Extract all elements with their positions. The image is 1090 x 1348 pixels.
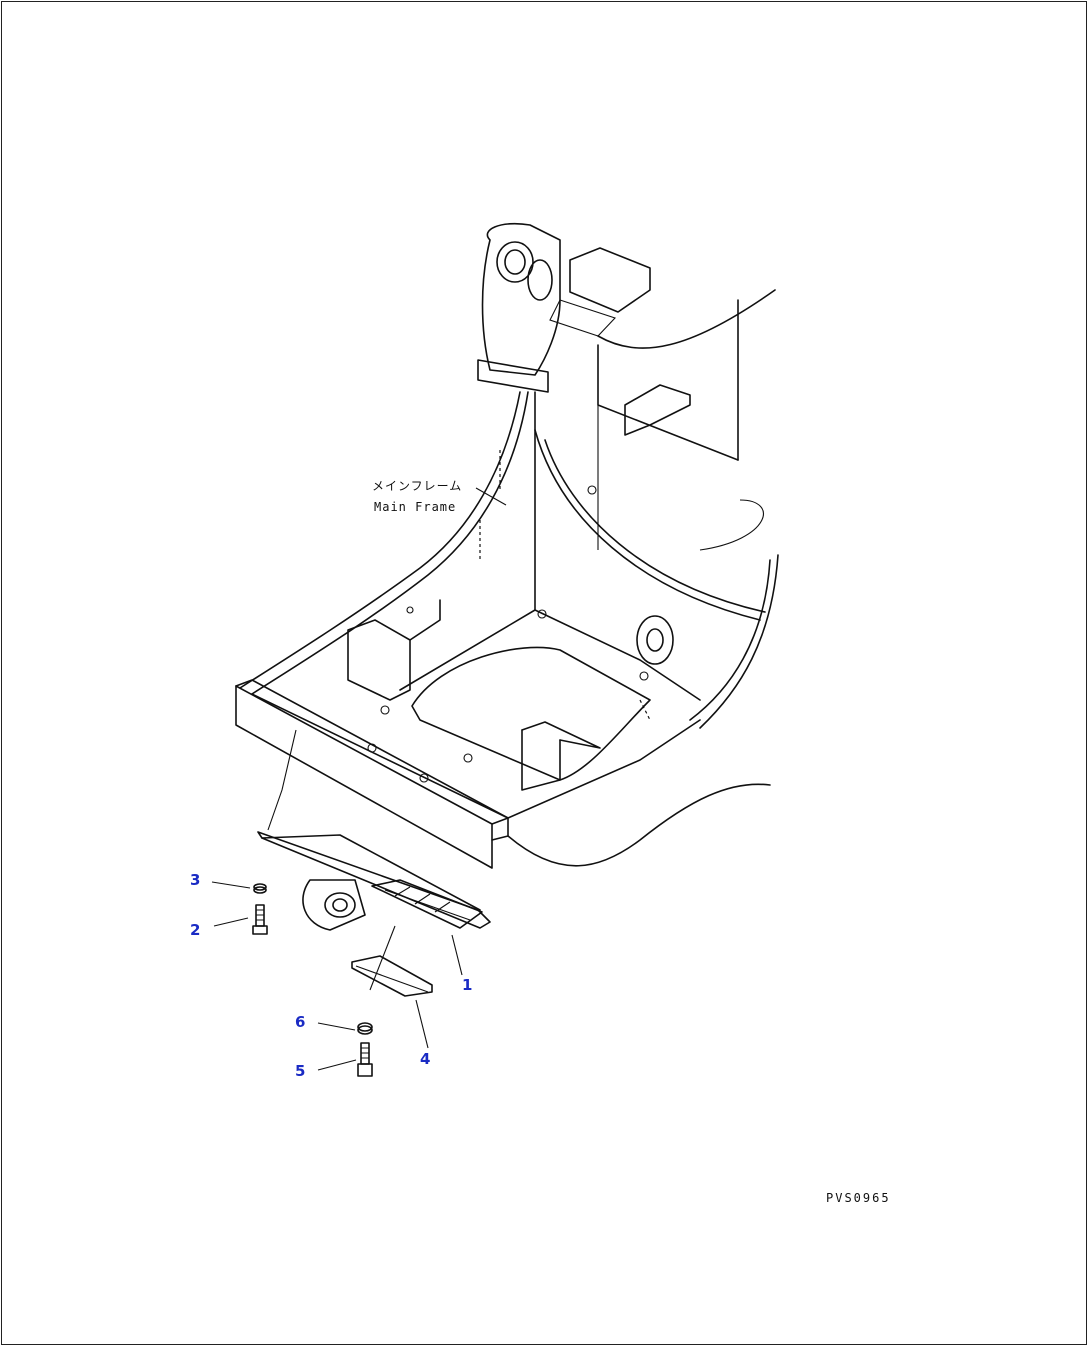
plate-part-4	[351, 955, 433, 997]
callout-2[interactable]: 2	[190, 921, 200, 939]
bolt-part-2	[252, 904, 268, 935]
main-frame-label-english: Main Frame	[374, 500, 456, 514]
callout-1[interactable]: 1	[462, 976, 472, 994]
callout-5[interactable]: 5	[295, 1062, 305, 1080]
callout-3[interactable]: 3	[190, 871, 200, 889]
callout-leaders	[211, 487, 507, 1071]
callout-6[interactable]: 6	[295, 1013, 305, 1031]
washer-part-6	[357, 1022, 373, 1035]
leader-frame-to-step	[267, 729, 297, 831]
drawing-code: PVS0965	[826, 1191, 891, 1205]
callout-4[interactable]: 4	[420, 1050, 430, 1068]
step-assembly	[257, 831, 491, 991]
main-frame	[235, 222, 779, 869]
main-frame-label-japanese: メインフレーム	[372, 479, 462, 493]
bolt-part-5	[357, 1042, 373, 1077]
washer-part-3	[253, 883, 267, 894]
